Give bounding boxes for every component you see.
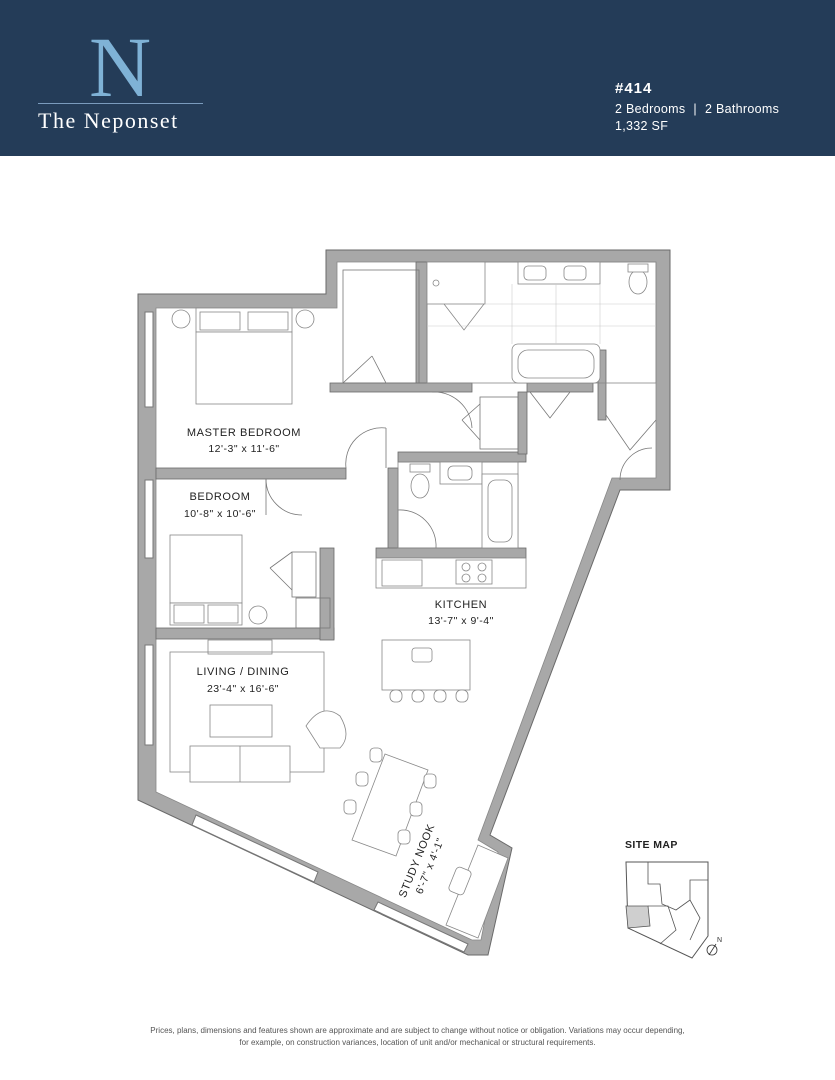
- bedroom-count: 2 Bedrooms: [615, 102, 686, 116]
- kitchen-fixtures: [375, 557, 527, 703]
- kitchen-label: KITCHEN: [435, 599, 487, 611]
- site-map: SITE MAP N: [625, 839, 722, 959]
- bathroom-count: 2 Bathrooms: [704, 102, 780, 116]
- unit-area: 1,332 SF: [615, 119, 669, 133]
- living-furniture: [169, 639, 347, 783]
- header-banner: N The Neponset #414 2 Bedrooms | 2 Bathroo…: [0, 0, 835, 156]
- doors-closets: [265, 269, 657, 629]
- logo-n-icon: N: [89, 19, 151, 104]
- north-arrow-icon: [706, 944, 718, 956]
- master-bed: [171, 307, 315, 405]
- second-bathroom: [397, 461, 519, 549]
- disclaimer-line-1: Prices, plans, dimensions and features s…: [150, 1026, 685, 1035]
- unit-number: #414: [615, 80, 653, 97]
- bedroom-dim: 10'-8" x 10'-6": [184, 508, 256, 520]
- living-dining-label: LIVING / DINING: [197, 666, 290, 678]
- bedroom-label: BEDROOM: [189, 491, 250, 503]
- master-bedroom-dim: 12'-3" x 11'-6": [208, 443, 279, 455]
- second-bed: [169, 534, 268, 626]
- disclaimer: Prices, plans, dimensions and features s…: [60, 1025, 775, 1049]
- dining-table: [343, 747, 437, 857]
- study-desk: [445, 844, 509, 939]
- windows: [144, 311, 469, 953]
- brand-name: The Neponset: [38, 108, 179, 133]
- bath-tile-grid: [427, 284, 656, 344]
- disclaimer-line-2: for example, on construction variances, …: [239, 1038, 596, 1047]
- unit-rooms: 2 Bedrooms | 2 Bathrooms: [615, 101, 779, 118]
- site-map-title: SITE MAP: [625, 839, 678, 851]
- master-bathroom: [426, 261, 657, 384]
- living-dining-dim: 23'-4" x 16'-6": [207, 683, 279, 695]
- north-label: N: [717, 937, 722, 944]
- master-bedroom-label: MASTER BEDROOM: [187, 427, 301, 439]
- floor-plan: MASTER BEDROOM 12'-3" x 11'-6" BEDROOM 1…: [137, 249, 722, 959]
- info-separator: |: [693, 102, 697, 116]
- interior-walls: [155, 261, 607, 641]
- kitchen-dim: 13'-7" x 9'-4": [428, 615, 494, 627]
- brand-divider: [38, 103, 203, 104]
- unit-info: #414 2 Bedrooms | 2 Bathrooms 1,332 SF: [615, 80, 779, 135]
- logo-letter: N: [89, 19, 151, 104]
